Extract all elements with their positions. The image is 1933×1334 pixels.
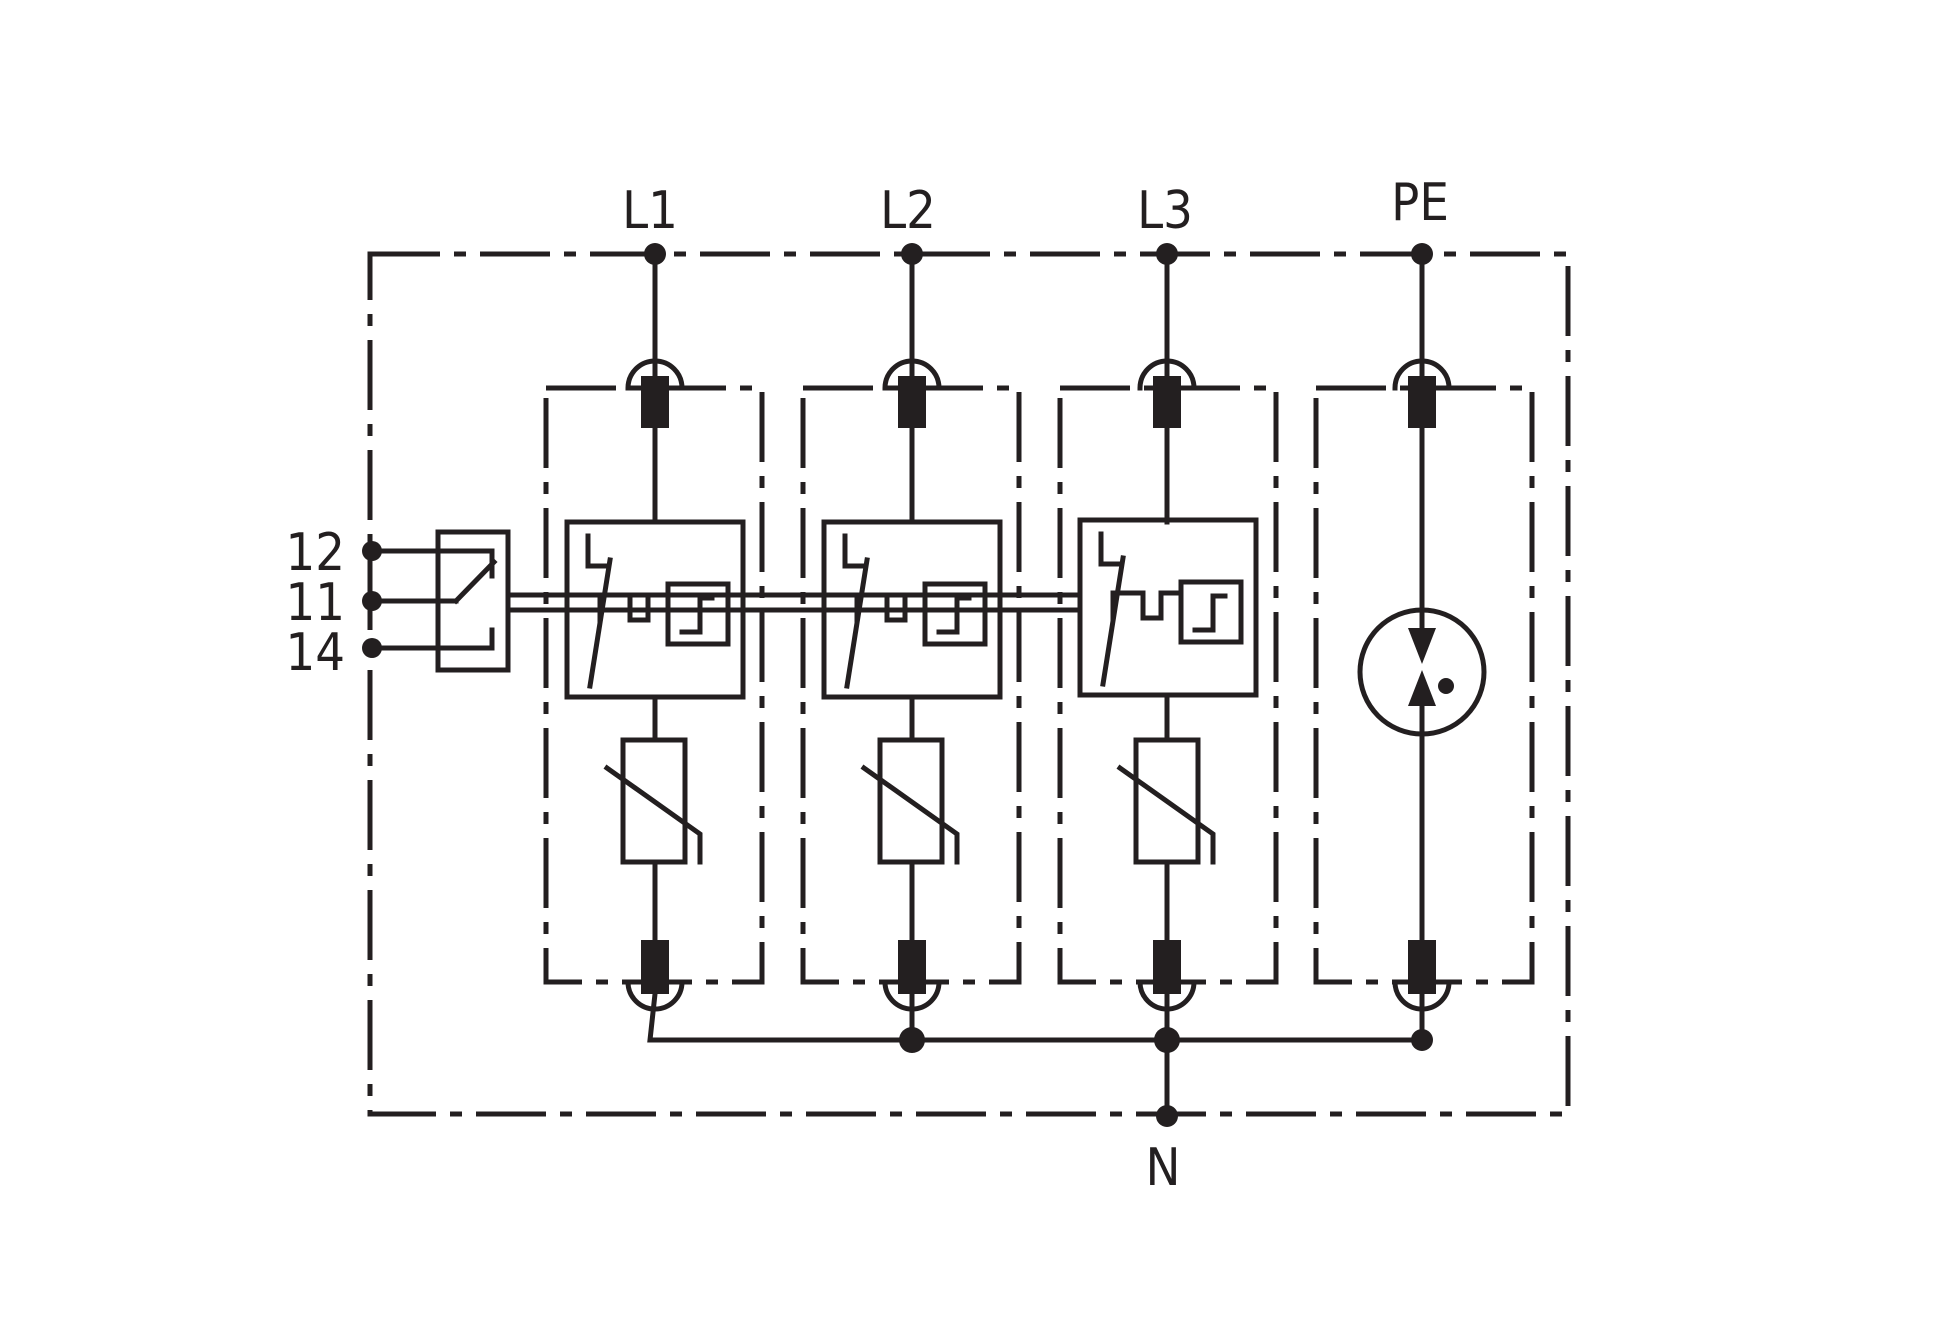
aux-label-14: 14 <box>285 623 345 683</box>
module-l3 <box>1057 243 1279 1127</box>
terminal-label-l1: L1 <box>622 181 678 241</box>
terminal-label-n: N <box>1146 1138 1181 1198</box>
terminal-label-l3: L3 <box>1137 181 1193 241</box>
terminal-label-pe: PE <box>1391 173 1449 233</box>
mechanical-link <box>505 592 1083 613</box>
aux-label-12: 12 <box>285 523 345 583</box>
outer-enclosure <box>367 251 1571 1117</box>
remote-signal-contact <box>362 529 511 673</box>
aux-label-11: 11 <box>285 573 345 633</box>
module-l2 <box>800 243 1022 1053</box>
module-pe <box>1313 243 1535 1051</box>
terminal-label-l2: L2 <box>880 181 936 241</box>
